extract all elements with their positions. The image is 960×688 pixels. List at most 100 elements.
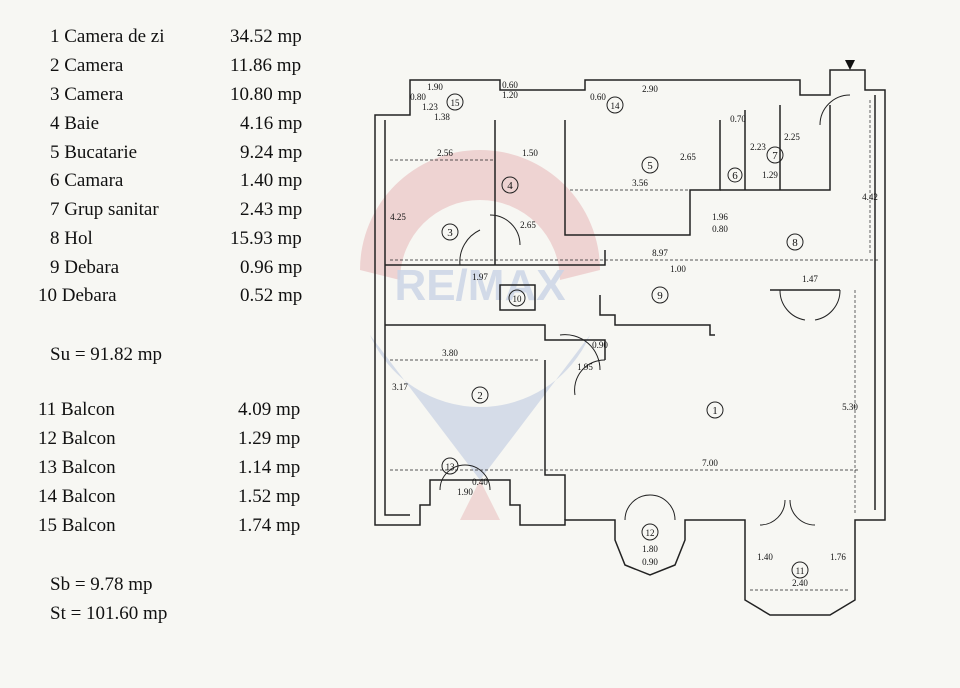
wall-room-2-top — [385, 324, 606, 360]
door-arc — [489, 214, 521, 246]
dimension-label: 0.80 — [410, 92, 426, 102]
room-number-circle — [606, 96, 624, 114]
room-number-circle — [641, 156, 659, 174]
dimension-label: 1.38 — [434, 112, 450, 122]
door-arc — [459, 229, 481, 266]
room-number: 7 — [772, 150, 778, 162]
dimension-label: 4.25 — [390, 212, 406, 222]
room-area: 9.24 mp — [240, 142, 303, 163]
dimension-label: 4.42 — [862, 192, 878, 202]
dimension-label: 3.80 — [442, 348, 458, 358]
room-label: 2 Camera — [50, 55, 124, 76]
room-number-circle — [446, 93, 464, 111]
balcony-label: 12 Balcon — [38, 428, 116, 449]
room-area: 10.80 mp — [230, 84, 302, 105]
balcony-area: 1.14 mp — [238, 457, 301, 478]
dimension-label: 5.30 — [842, 402, 858, 412]
wall-debara-9 — [599, 295, 715, 336]
door-arc — [819, 94, 851, 126]
dimension-label: 1.96 — [712, 212, 728, 222]
total-area: St = 101.60 mp — [50, 603, 168, 624]
dimension-label: 0.90 — [642, 557, 658, 567]
dimension-label: 1.76 — [830, 552, 846, 562]
room-label: 8 Hol — [50, 228, 93, 249]
dimension-label: 1.95 — [577, 362, 593, 372]
room-area: 1.40 mp — [240, 170, 303, 191]
room-number: 8 — [792, 237, 798, 249]
room-area: 4.16 mp — [240, 113, 303, 134]
room-number: 13 — [446, 462, 456, 472]
dimension-label: 1.90 — [427, 82, 443, 92]
room-label: 9 Debara — [50, 257, 120, 278]
room-number-circle — [786, 233, 804, 251]
door-arc — [779, 289, 806, 321]
inner-wall-left — [384, 120, 410, 516]
room-area: 0.52 mp — [240, 285, 303, 306]
balcony-area: 4.09 mp — [238, 399, 301, 420]
door-arc — [559, 334, 601, 371]
balcony-area-total: Sb = 9.78 mp — [50, 574, 153, 595]
floor-plan: 1 2 3 4 5 6 7 8 9 10 11 12 13 14 15 1.90… — [374, 60, 886, 616]
dimension-label: 8.97 — [652, 248, 668, 258]
dimension-label: 1.29 — [762, 170, 778, 180]
balcony-area: 1.29 mp — [238, 428, 301, 449]
room-area: 0.96 mp — [240, 257, 303, 278]
balcony-area: 1.74 mp — [238, 515, 301, 536]
dimension-label: 2.23 — [750, 142, 766, 152]
dimension-label: 3.17 — [392, 382, 408, 392]
room-number: 9 — [657, 290, 663, 302]
room-label: 7 Grup sanitar — [50, 199, 159, 220]
room-area: 2.43 mp — [240, 199, 303, 220]
room-number-circle — [501, 176, 519, 194]
dimension-label: 0.60 — [590, 92, 606, 102]
wall-rooms-3-hall — [385, 250, 606, 266]
room-label: 4 Baie — [50, 113, 100, 134]
dimension-label: 2.25 — [784, 132, 800, 142]
room-number: 15 — [451, 98, 461, 108]
dimension-label: 0.80 — [712, 224, 728, 234]
room-number: 14 — [611, 101, 621, 111]
room-number: 1 — [712, 405, 718, 417]
room-number-circle — [441, 223, 459, 241]
dimension-label: 1.40 — [757, 552, 773, 562]
room-number-circle — [706, 401, 724, 419]
room-number: 3 — [447, 227, 453, 239]
dimension-label: 0.40 — [472, 477, 488, 487]
room-label: 5 Bucatarie — [50, 142, 138, 163]
room-number-circle — [641, 523, 659, 541]
dimension-label: 1.20 — [502, 90, 518, 100]
dimension-label: 0.60 — [502, 80, 518, 90]
dimension-label: 1.80 — [642, 544, 658, 554]
dimension-label: 1.00 — [670, 264, 686, 274]
door-arc — [624, 494, 651, 521]
room-number: 6 — [732, 170, 738, 182]
outer-walls — [374, 69, 886, 616]
dimension-label: 0.90 — [592, 340, 608, 350]
debara-10 — [499, 284, 536, 311]
balcony-label: 14 Balcon — [38, 486, 116, 507]
door-arc — [439, 464, 466, 491]
entrance-arrow-icon — [845, 60, 855, 70]
balcony-area: 1.52 mp — [238, 486, 301, 507]
room-number: 2 — [477, 390, 483, 402]
dimension-label: 2.40 — [792, 578, 808, 588]
useful-area-total: Su = 91.82 mp — [50, 344, 163, 365]
room-area: 15.93 mp — [230, 228, 302, 249]
room-number-circle — [766, 146, 784, 164]
room-area: 34.52 mp — [230, 26, 302, 47]
room-area: 11.86 mp — [230, 55, 302, 76]
dimension-label: 1.90 — [457, 487, 473, 497]
room-number-circle — [471, 386, 489, 404]
room-number: 12 — [646, 528, 655, 538]
room-number: 4 — [507, 180, 513, 192]
wall-kitchen — [564, 120, 721, 236]
door-arc — [759, 499, 786, 526]
door-arc — [464, 464, 491, 491]
door-arc — [649, 494, 676, 521]
dimension-label: 2.65 — [680, 152, 696, 162]
balcony-label: 15 Balcon — [38, 515, 116, 536]
room-number: 10 — [513, 294, 523, 304]
room-number: 5 — [647, 160, 653, 172]
room-number: 11 — [796, 566, 805, 576]
